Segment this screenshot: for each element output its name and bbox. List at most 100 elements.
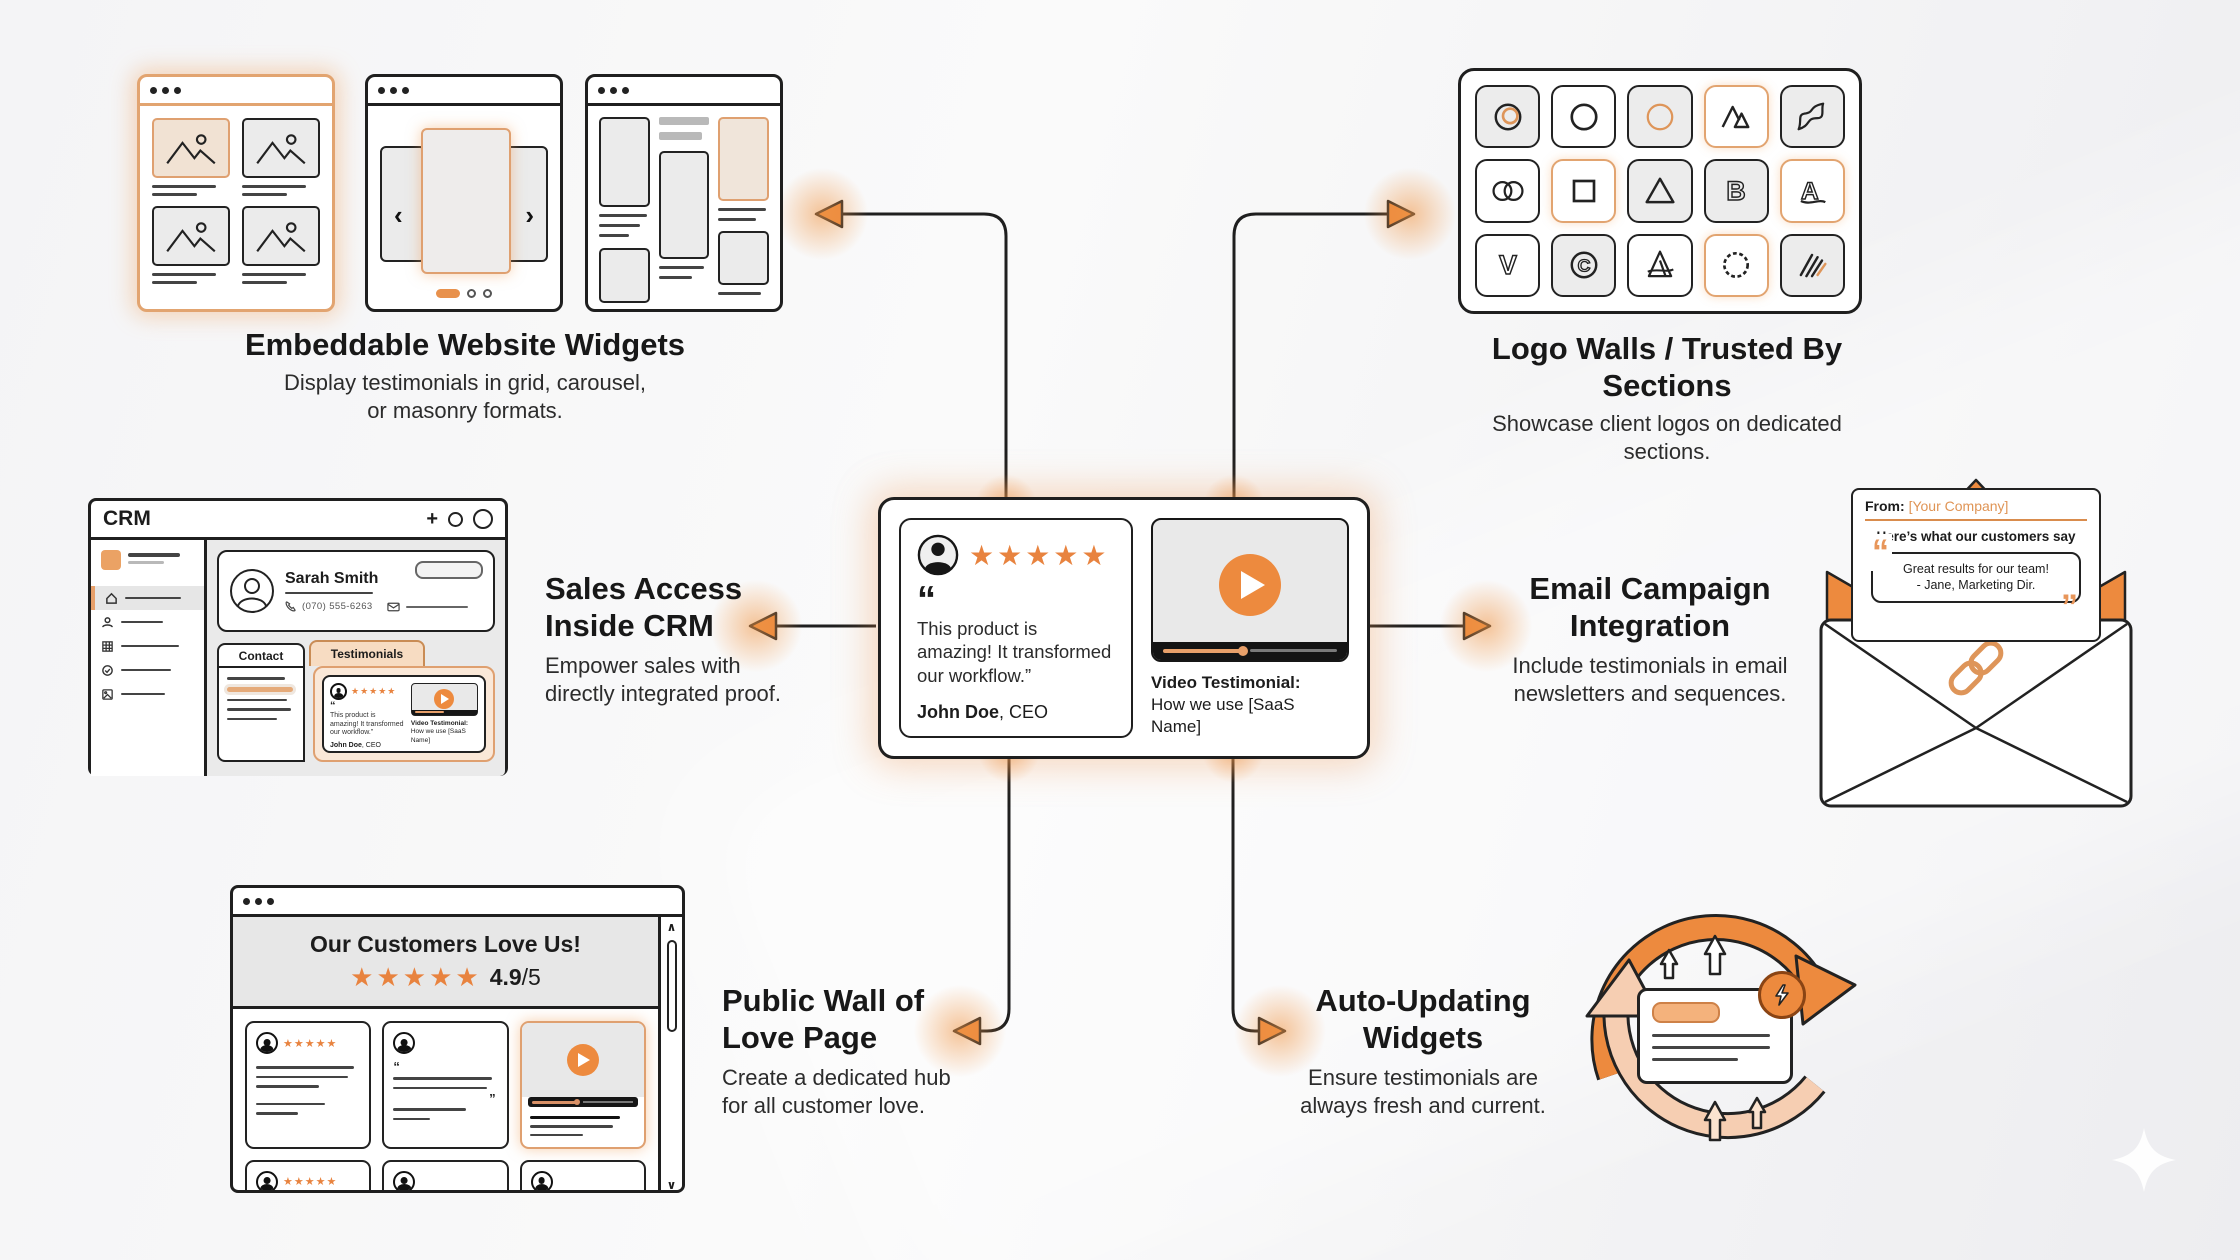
- carousel-prev-button[interactable]: ‹: [394, 200, 403, 230]
- crm-contact-name: Sarah Smith: [285, 570, 379, 587]
- logo-tile: [1627, 85, 1693, 149]
- crm-nav-tasks[interactable]: [101, 658, 194, 682]
- selected-list-row[interactable]: [227, 686, 293, 692]
- quote-open-icon: “: [1869, 533, 1892, 572]
- sales-node-text: Sales Access Inside CRM Empower sales wi…: [545, 570, 785, 707]
- widget-pill: [1652, 1002, 1720, 1023]
- grid-cell: [242, 118, 320, 196]
- widget-window-carousel: ‹ ›: [365, 74, 563, 312]
- crm-nav-table[interactable]: [101, 634, 194, 658]
- placeholder-lines: [242, 178, 320, 196]
- play-icon[interactable]: [434, 689, 455, 710]
- logo-tile: [1627, 233, 1693, 297]
- mini-video-thumbnail[interactable]: [410, 683, 478, 716]
- logo-tile: [1551, 85, 1617, 149]
- phone-icon: [285, 601, 296, 612]
- carousel-next-button[interactable]: ›: [525, 200, 534, 230]
- tab-contact[interactable]: Contact: [217, 643, 305, 666]
- email-desc-line2: newsletters and sequences.: [1513, 680, 1787, 706]
- logos-desc-line1: Showcase client logos on dedicated: [1492, 411, 1842, 437]
- auto-title-line1: Auto-Updating: [1315, 983, 1531, 1018]
- svg-text:V: V: [1499, 250, 1517, 280]
- connector-bottom-left: [980, 756, 1011, 1033]
- scroll-down-icon[interactable]: ∨: [666, 1178, 677, 1192]
- wall-testimonial-card: [519, 1159, 646, 1190]
- crm-contact-phone: (070) 555-6263: [302, 601, 373, 612]
- quote-line3: our workflow.”: [917, 664, 1032, 686]
- scroll-up-icon[interactable]: ∧: [666, 920, 677, 934]
- mini-video-label1: Video Testimonial:: [410, 719, 469, 727]
- crm-nav-contacts[interactable]: [101, 610, 194, 634]
- carousel-dot[interactable]: [483, 289, 492, 298]
- crm-action-button[interactable]: [415, 561, 483, 579]
- quote-line2: amazing! It transformed: [917, 641, 1112, 663]
- carousel-dot[interactable]: [467, 289, 476, 298]
- wall-headline: Our Customers Love Us!: [310, 930, 581, 957]
- logo-tile: A: [1779, 159, 1845, 223]
- image-placeholder-icon: [256, 222, 306, 253]
- crm-mini-testimonial-card: ★★★★★ “ This product is amazing! It tran…: [322, 675, 486, 753]
- logos-title: Logo Walls / Trusted By Sections: [1491, 331, 1843, 404]
- image-placeholder-icon: [166, 222, 216, 253]
- carousel-dots[interactable]: [368, 289, 560, 298]
- cycle-arrows-icon: [1585, 914, 1857, 1142]
- wall-of-love-window: Our Customers Love Us! ★★★★★ 4.9/5 ★★★★★: [230, 885, 685, 1193]
- connector-top-left: [842, 212, 1008, 499]
- crm-nav-home[interactable]: [91, 586, 204, 610]
- placeholder-lines: [522, 1107, 644, 1145]
- mini-quote-line3: our workflow.”: [330, 729, 374, 737]
- scrollbar-thumb[interactable]: [666, 940, 677, 1032]
- wall-testimonial-card: [382, 1159, 509, 1190]
- minimize-icon[interactable]: [448, 511, 463, 527]
- star-rating: ★★★★★: [283, 1176, 338, 1188]
- logos-node-text: Logo Walls / Trusted By Sections Showcas…: [1432, 330, 1902, 465]
- placeholder-lines: [393, 1108, 497, 1120]
- placeholder-lines: [256, 1066, 360, 1115]
- svg-text:B: B: [1727, 176, 1746, 206]
- widgets-desc-line2: or masonry formats.: [367, 397, 563, 423]
- logo-tile: [1703, 85, 1769, 149]
- video-progress-bar[interactable]: [1153, 641, 1347, 660]
- play-icon[interactable]: [566, 1044, 599, 1076]
- quote-line1: This product is: [917, 617, 1038, 639]
- crm-testimonials-panel: ★★★★★ “ This product is amazing! It tran…: [313, 666, 495, 762]
- avatar: [917, 534, 959, 576]
- avatar: [530, 1170, 553, 1190]
- email-title-line1: Email Campaign: [1529, 571, 1771, 606]
- star-rating: ★★★★★: [350, 961, 482, 992]
- arrowhead-right-icon: [1386, 199, 1416, 229]
- text-testimonial: ★★★★★ “ This product is amazing! It tran…: [899, 518, 1133, 738]
- email-quote-line2: - Jane, Marketing Dir.: [1916, 578, 2036, 593]
- avatar: [101, 550, 121, 570]
- crm-nav-media[interactable]: [101, 682, 194, 706]
- mini-progress-bar: [411, 709, 477, 715]
- wall-testimonial-card: ★★★★★: [245, 1159, 372, 1190]
- account-icon[interactable]: [473, 509, 493, 529]
- video-player[interactable]: [1151, 518, 1349, 662]
- lightning-badge: [1758, 971, 1806, 1019]
- logo-tile: C: [1551, 233, 1617, 297]
- logos-desc-line2: sections.: [1623, 438, 1711, 464]
- wall-node-text: Public Wall of Love Page Create a dedica…: [722, 982, 972, 1119]
- widgets-node-text: Embeddable Website Widgets Display testi…: [240, 326, 690, 424]
- avatar: [256, 1032, 278, 1054]
- lightning-icon: [1775, 984, 1789, 1006]
- email-node-text: Email Campaign Integration Include testi…: [1490, 570, 1810, 707]
- carousel-dot-active[interactable]: [436, 289, 460, 298]
- scrollbar[interactable]: ∧ ∨: [658, 917, 682, 1192]
- placeholder-lines: [1652, 1034, 1778, 1061]
- video-thumbnail[interactable]: [521, 1023, 644, 1097]
- wall-hero: Our Customers Love Us! ★★★★★ 4.9/5: [233, 917, 658, 1009]
- email-from-value: [Your Company]: [1908, 498, 2009, 514]
- grid-icon: [102, 640, 113, 652]
- mini-author: John Doe: [330, 742, 362, 750]
- wall-video-card[interactable]: [519, 1021, 646, 1149]
- play-icon[interactable]: [1219, 553, 1281, 616]
- quote-close-icon: ”: [2061, 588, 2078, 627]
- mini-video-label2: How we use [SaaS Name]: [410, 728, 466, 744]
- tab-testimonials[interactable]: Testimonials: [309, 640, 425, 666]
- widgets-desc-line1: Display testimonials in grid, carousel,: [284, 370, 646, 396]
- sales-title-line2: Inside CRM: [545, 608, 714, 644]
- add-icon[interactable]: +: [426, 508, 438, 530]
